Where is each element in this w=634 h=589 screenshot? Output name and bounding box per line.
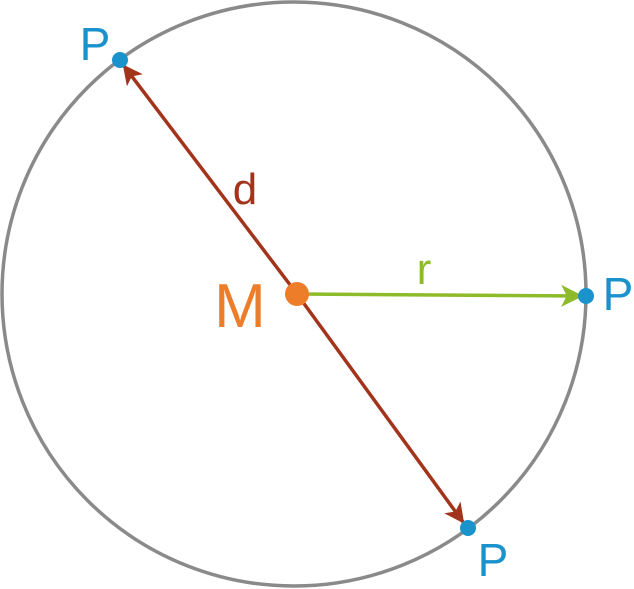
diameter-segment-lower <box>295 292 465 524</box>
center-label: M <box>214 272 266 341</box>
point-bottom-label: P <box>478 534 509 586</box>
radius-label: r <box>417 245 432 294</box>
point-top-left-label: P <box>80 18 111 70</box>
point-bottom <box>460 520 476 536</box>
point-right <box>578 288 594 304</box>
diameter-segment-upper <box>122 64 299 296</box>
point-right-label: P <box>603 268 634 320</box>
point-top-left <box>112 52 128 68</box>
radius-line <box>296 284 584 307</box>
diameter-label: d <box>233 165 257 214</box>
center-point <box>285 282 309 306</box>
